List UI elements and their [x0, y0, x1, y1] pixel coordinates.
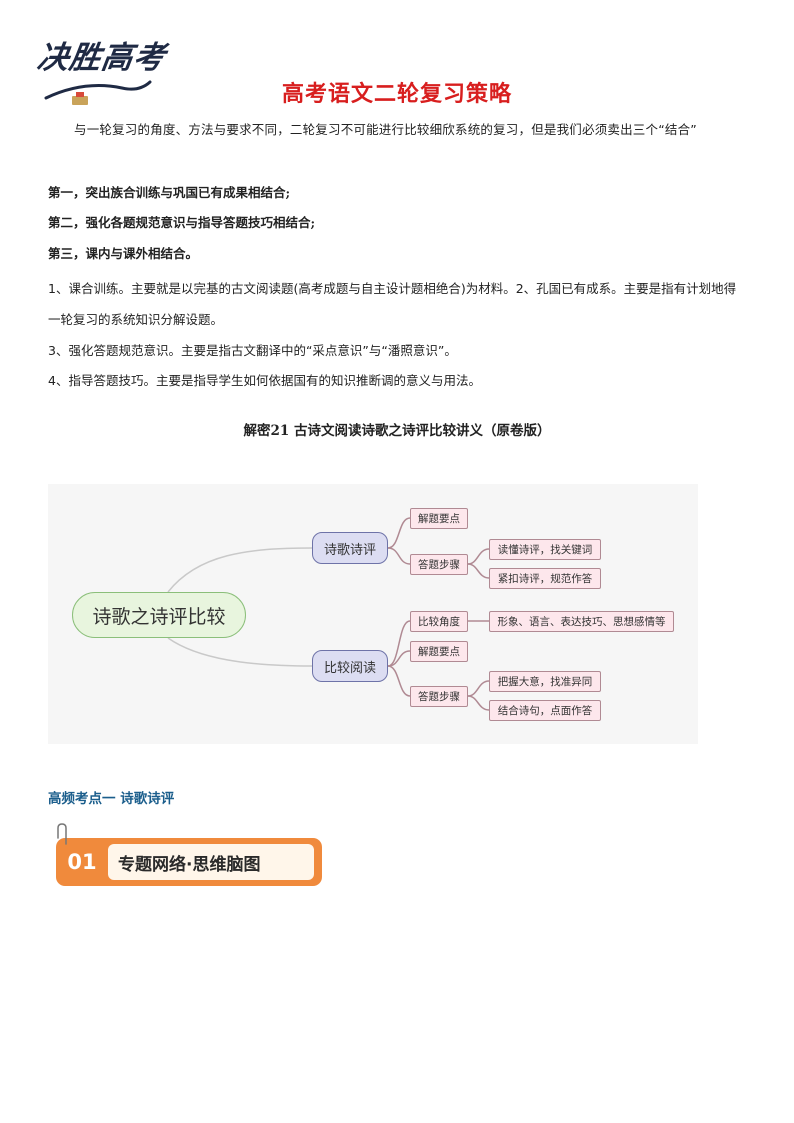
point-3: 第三，课内与课外相结合。	[48, 246, 199, 261]
section-title: 解密21 古诗文阅读诗歌之诗评比较讲义（原卷版）	[243, 423, 551, 439]
banner-label: 专题网络·思维脑图	[108, 844, 314, 880]
intro-paragraph: 与一轮复习的角度、方法与要求不同，二轮复习不可能进行比较细欣系统的复习，但是我们…	[74, 122, 697, 137]
leaf-answer-steps-2: 答题步骤	[410, 686, 468, 707]
subleaf-answer-standard: 紧扣诗评，规范作答	[489, 568, 601, 589]
paperclip-icon	[57, 823, 67, 845]
point-2: 第二，强化各题规范意识与指导答题技巧相结合;	[48, 215, 316, 230]
subleaf-read-review: 读懂诗评，找关键词	[489, 539, 601, 560]
page-title: 高考语文二轮复习策略	[281, 82, 512, 107]
subleaf-combine-lines: 结合诗句，点面作答	[489, 700, 601, 721]
banner-number: 01	[67, 850, 97, 874]
subheading: 高频考点一 诗歌诗评	[48, 791, 175, 807]
paragraph-1: 1、课合训练。主要就是以完基的古文阅读题(高考成题与自主设计题相绝合)为材料。2…	[48, 281, 737, 327]
topic-banner: 01 专题网络·思维脑图	[48, 822, 328, 892]
leaf-key-points-2: 解题要点	[410, 641, 468, 662]
mind-map: 诗歌之诗评比较 诗歌诗评 比较阅读 解题要点 答题步骤 读懂诗评，找关键词 紧扣…	[48, 484, 698, 744]
paragraph-2: 3、强化答题规范意识。主要是指古文翻译中的“采点意识”与“潘照意识”。	[48, 343, 457, 358]
mind-map-connectors	[167, 517, 490, 711]
point-1: 第一，突出族合训练与巩国已有成果相结合;	[48, 185, 291, 200]
subleaf-grasp-meaning: 把握大意，找准异同	[489, 671, 601, 692]
subleaf-compare-aspects: 形象、语言、表达技巧、思想感情等	[489, 611, 674, 632]
branch-poetry-review: 诗歌诗评	[312, 532, 388, 564]
leaf-compare-angle: 比较角度	[410, 611, 468, 632]
logo: 决胜高考	[35, 28, 168, 108]
paragraph-3: 4、指导答题技巧。主要是指导学生如何依据国有的知识推断调的意义与用法。	[48, 373, 481, 388]
leaf-answer-steps-1: 答题步骤	[410, 554, 468, 575]
mind-map-root: 诗歌之诗评比较	[72, 592, 246, 638]
leaf-key-points-1: 解题要点	[410, 508, 468, 529]
branch-comparative-reading: 比较阅读	[312, 650, 388, 682]
logo-text: 决胜高考	[34, 40, 169, 76]
logo-swoosh-icon	[44, 80, 152, 105]
